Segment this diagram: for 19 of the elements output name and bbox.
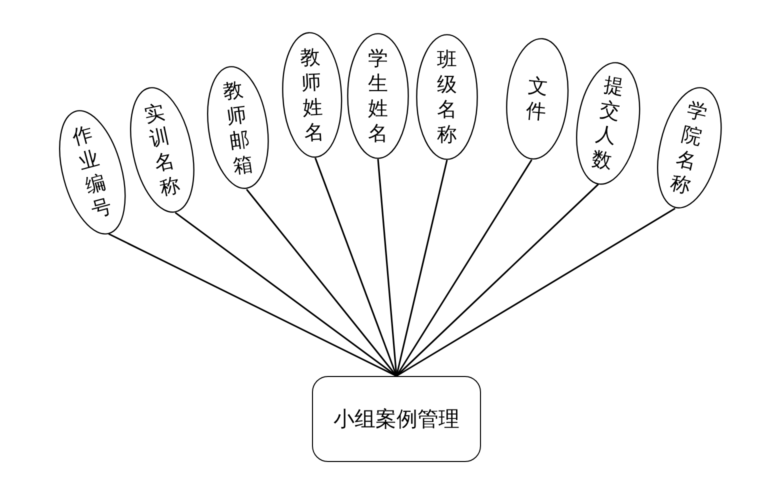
- entity-box: 小组案例管理: [312, 376, 481, 462]
- attribute-ellipse: 班级名称: [415, 33, 479, 161]
- attribute-ellipse: 学院名称: [656, 86, 722, 210]
- connector-line: [396, 159, 532, 376]
- attribute-ellipse: 学生姓名: [346, 32, 410, 160]
- connector-line: [377, 158, 398, 376]
- connector-line: [246, 188, 398, 376]
- attribute-ellipse: 作业编号: [58, 108, 126, 236]
- connector-line: [396, 160, 448, 376]
- connector-line: [396, 208, 676, 377]
- attribute-ellipse: 教师姓名: [280, 31, 344, 159]
- attribute-ellipse: 文件: [504, 37, 570, 161]
- connector-line: [108, 233, 397, 377]
- connector-line: [174, 212, 397, 377]
- connector-line: [396, 184, 599, 377]
- connector-line: [314, 158, 398, 376]
- attribute-ellipse: 实训名称: [128, 86, 196, 214]
- attribute-ellipse: 教师邮箱: [206, 65, 270, 191]
- attribute-ellipse: 提交人数: [574, 60, 642, 186]
